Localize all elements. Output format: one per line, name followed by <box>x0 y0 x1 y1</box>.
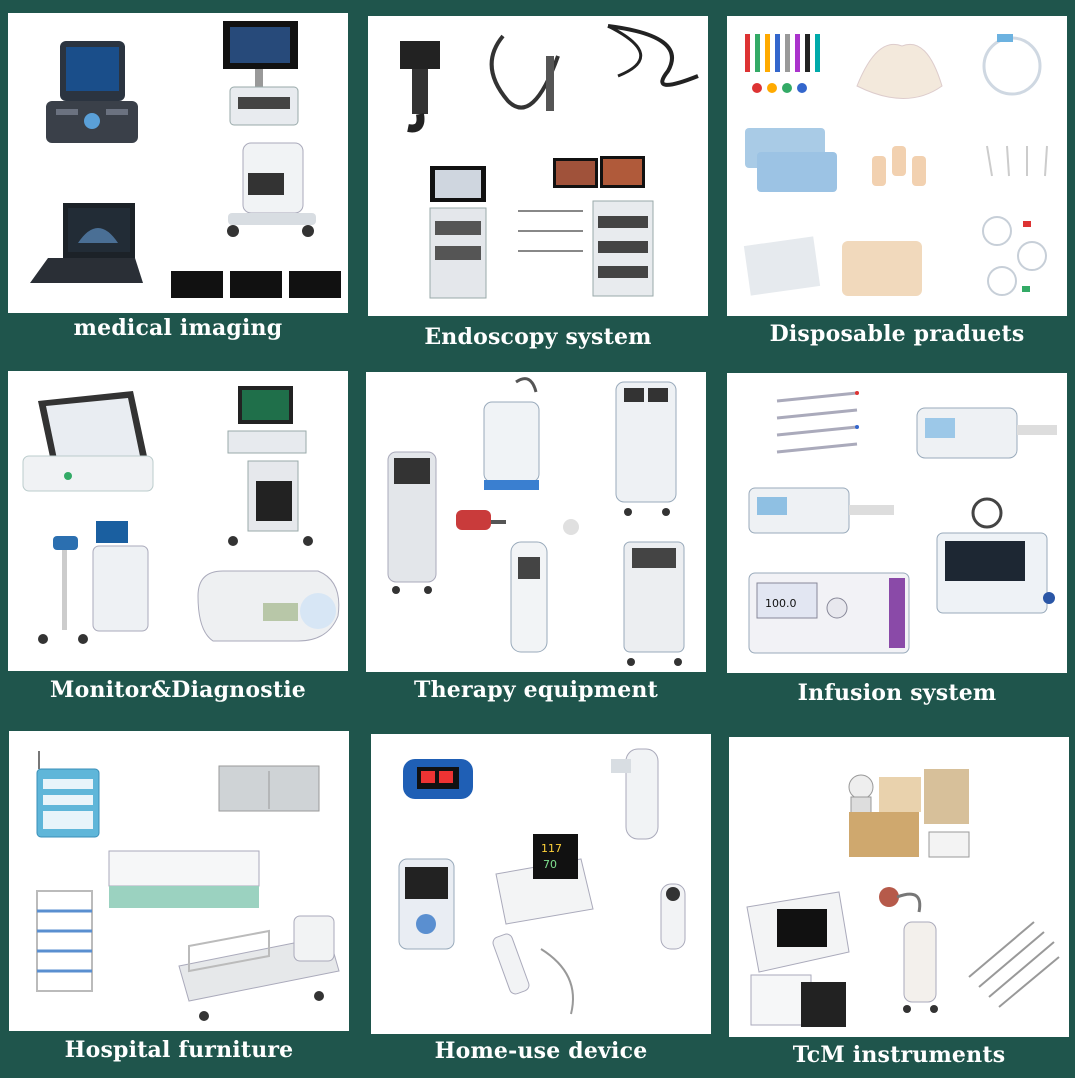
scan-thumbnail <box>289 271 341 298</box>
swab-cups-image <box>872 146 926 186</box>
handheld-massager-image <box>660 883 686 950</box>
heat-lamp-image <box>879 887 938 1013</box>
medical-trolley-image <box>36 751 100 838</box>
therapy-unit-blue-image <box>483 377 540 490</box>
syringe-pump-image <box>916 407 1057 459</box>
blood-collection-tubes-image <box>745 34 820 93</box>
red-light-therapy-image <box>456 510 579 653</box>
colposcope-cart-image <box>38 521 149 644</box>
pulse-oximeter-image <box>403 759 473 799</box>
bone-densitometer-image <box>197 570 340 642</box>
cupping-tray-image <box>746 891 850 973</box>
pump-rate-readout: 100.0 <box>765 597 797 610</box>
syringes-image <box>776 391 859 454</box>
endoscopy-system-photo <box>368 16 708 316</box>
foam-dressing-image <box>842 241 922 296</box>
category-label: Monitor&Diagnostie <box>50 677 306 703</box>
therapy-equipment-photo <box>366 372 706 672</box>
therapy-unit-tall-image <box>387 451 437 594</box>
category-label: Infusion system <box>797 680 997 706</box>
diagnostic-workstation-image <box>227 386 313 546</box>
surgical-tower-image <box>518 156 654 297</box>
patient-monitor-image <box>22 391 154 492</box>
scan-thumbnail <box>230 271 282 298</box>
storage-rack-image <box>36 890 93 992</box>
nebulizer-image <box>611 748 659 840</box>
category-label: Hospital furniture <box>64 1037 294 1063</box>
category-label: Disposable praduets <box>769 321 1025 347</box>
scan-thumbnail <box>171 271 223 298</box>
video-laryngoscope-image <box>400 41 440 133</box>
medical-imaging-photo <box>8 13 348 313</box>
flexible-endoscope-image <box>489 24 699 111</box>
infusion-pump-small-image <box>748 487 894 534</box>
moxa-paste-image <box>750 974 846 1027</box>
hospital-furniture-photo <box>9 731 349 1031</box>
face-masks-image <box>745 128 837 192</box>
blood-pressure-monitor-image: 117 70 <box>495 834 594 925</box>
endoscopy-tower-image <box>429 166 487 299</box>
holter-recorder-image <box>398 858 455 950</box>
gloves-image <box>856 44 943 99</box>
cart-ultrasound-image <box>223 21 316 237</box>
tweezers-image <box>986 145 1048 177</box>
home-use-device-photo: 117 70 <box>371 734 711 1034</box>
category-label: medical imaging <box>73 315 283 341</box>
scrub-sink-image <box>108 850 260 908</box>
disposable-products-photo <box>727 16 1067 316</box>
bp-diastolic-readout: 70 <box>543 858 557 871</box>
category-label: TcM instruments <box>792 1042 1006 1068</box>
laptop-ultrasound-image <box>30 203 143 283</box>
gauze-image <box>743 236 821 296</box>
category-label: Endoscopy system <box>424 324 652 350</box>
tcm-instruments-photo <box>729 737 1069 1037</box>
infusion-system-photo: 100.0 <box>727 373 1067 673</box>
stainless-cabinet-image <box>218 765 320 812</box>
herbal-patch-image <box>924 769 970 858</box>
therapy-cabinet-image <box>623 541 685 666</box>
volumetric-infusion-pump-image: 100.0 <box>748 572 910 654</box>
multi-therapy-station-image <box>615 381 677 516</box>
hospital-bed-image <box>178 915 340 1021</box>
acupuncture-needles-image <box>968 921 1060 1008</box>
bp-systolic-readout: 117 <box>541 842 562 855</box>
nutrition-pump-image <box>936 497 1055 614</box>
moxibustion-box-image <box>848 774 921 857</box>
butterfly-needles-image <box>982 216 1047 296</box>
infusion-set-image <box>982 34 1042 96</box>
category-label: Home-use device <box>434 1038 648 1064</box>
category-label: Therapy equipment <box>414 677 658 703</box>
thermometer-image <box>492 933 574 1015</box>
portable-ultrasound-image <box>46 41 138 143</box>
monitor-diagnostic-photo <box>8 371 348 671</box>
